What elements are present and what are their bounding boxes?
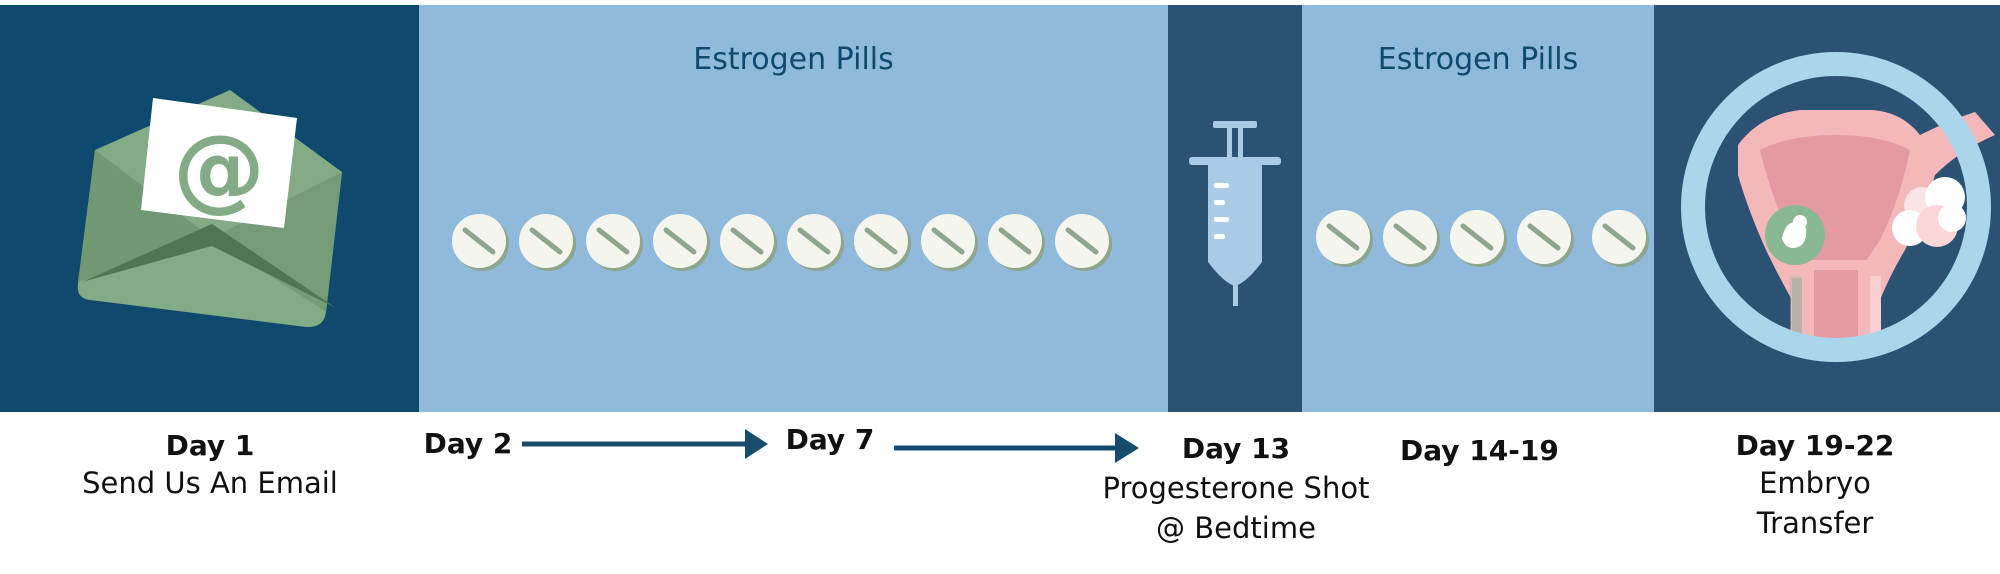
pill-icon — [452, 214, 509, 271]
milestone-day-label: Day 7 — [785, 423, 875, 456]
milestone-description: Transfer — [1756, 506, 1874, 540]
phase-panel-estrogen-2: Estrogen Pills — [1302, 5, 1654, 412]
pill-icon — [787, 214, 844, 271]
milestone-day-label: Day 1 — [165, 429, 255, 462]
milestone-description: Embryo — [1759, 466, 1871, 500]
milestone-day13: Day 13 Progesterone Shot @ Bedtime — [1066, 432, 1406, 545]
pill-icon — [519, 214, 576, 271]
milestone-day1: Day 1 Send Us An Email — [14, 429, 406, 500]
arrow-day2-to-day7 — [522, 429, 768, 459]
phase-heading-estrogen-1: Estrogen Pills — [693, 42, 894, 77]
pill-group-2 — [1316, 210, 1649, 267]
pill-icon — [1316, 210, 1373, 267]
pill-icon — [1055, 214, 1112, 271]
pill-icon — [1450, 210, 1507, 267]
milestone-description: Send Us An Email — [82, 466, 338, 500]
phase-panel-estrogen-1: Estrogen Pills — [419, 5, 1168, 412]
phase-heading-estrogen-2: Estrogen Pills — [1377, 42, 1579, 77]
pill-icon — [720, 214, 777, 271]
pill-icon — [586, 214, 643, 271]
pill-icon — [1592, 210, 1649, 267]
milestone-day14-19: Day 14-19 — [1400, 434, 1559, 467]
milestone-day2: Day 2 — [410, 427, 526, 460]
milestone-day-label: Day 19-22 — [1735, 429, 1895, 462]
pill-group-1 — [452, 214, 1112, 271]
milestone-description: @ Bedtime — [1156, 511, 1316, 545]
arrow-day7-to-day13 — [894, 433, 1139, 463]
milestone-day19-22: Day 19-22 Embryo Transfer — [1700, 429, 1930, 540]
pill-icon — [653, 214, 710, 271]
milestone-day-label: Day 13 — [1181, 432, 1291, 465]
pill-icon — [1383, 210, 1440, 267]
milestone-description: Progesterone Shot — [1102, 471, 1370, 505]
milestone-day-label: Day 2 — [423, 427, 513, 460]
milestone-day-label: Day 14-19 — [1400, 434, 1559, 467]
pill-icon — [921, 214, 978, 271]
pill-icon — [988, 214, 1045, 271]
email-envelope-icon: @ — [77, 90, 342, 328]
uterus-embryo-icon — [1681, 52, 1995, 362]
svg-text:@: @ — [173, 115, 265, 222]
milestone-day7: Day 7 — [770, 423, 890, 456]
pill-icon — [854, 214, 911, 271]
syringe-icon — [1189, 121, 1281, 306]
pill-icon — [1517, 210, 1574, 267]
